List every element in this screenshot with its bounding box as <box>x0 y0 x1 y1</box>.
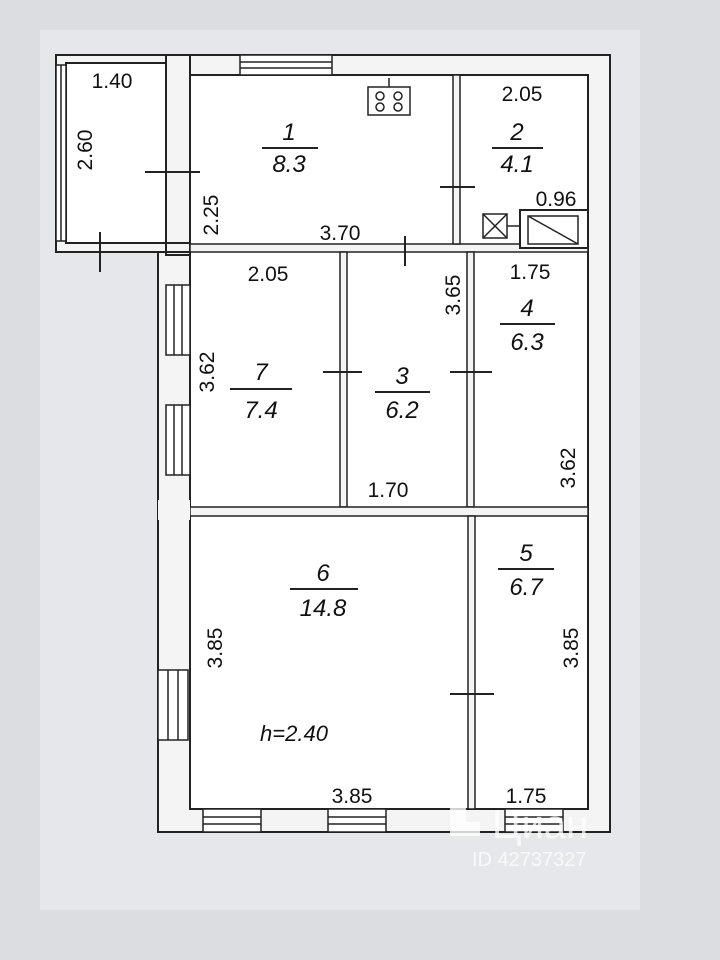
svg-text:8.3: 8.3 <box>272 151 306 178</box>
boiler-icon <box>482 213 520 239</box>
window-bottom-3 <box>504 808 564 833</box>
svg-text:6: 6 <box>316 560 330 587</box>
svg-text:2: 2 <box>509 119 523 146</box>
room-label-7: 7 7.4 <box>230 359 292 424</box>
door-markers <box>99 171 494 695</box>
dim-room6-height: 3.85 <box>204 628 227 669</box>
dim-room2-width: 2.05 <box>502 83 543 106</box>
dim-room1-width: 3.70 <box>320 222 361 245</box>
svg-text:6.7: 6.7 <box>509 574 544 601</box>
window-top <box>239 54 333 76</box>
svg-text:7: 7 <box>254 359 269 386</box>
dim-room2-small: 0.96 <box>536 188 577 211</box>
windows <box>55 54 564 833</box>
room-label-5: 5 6.7 <box>498 540 554 601</box>
room-label-6: 6 14.8 <box>290 560 358 622</box>
room-label-4: 4 6.3 <box>500 295 555 356</box>
window-bottom-1 <box>202 808 262 833</box>
dim-porch-width: 1.40 <box>92 70 133 93</box>
svg-text:3: 3 <box>395 363 409 390</box>
room-label-1: 1 8.3 <box>262 119 318 178</box>
watermark-brand: Циан <box>492 803 588 847</box>
svg-text:5: 5 <box>519 540 533 567</box>
room-label-3: 3 6.2 <box>375 363 430 424</box>
svg-text:4.1: 4.1 <box>500 151 533 178</box>
svg-text:1: 1 <box>282 119 295 146</box>
window-bottom-2 <box>327 808 387 833</box>
dim-room5-height: 3.85 <box>560 628 583 669</box>
dim-room1-height: 2.25 <box>200 195 223 236</box>
watermark: Циан ID 42737327 <box>450 803 588 871</box>
room-label-2: 2 4.1 <box>492 119 543 178</box>
watermark-id: ID 42737327 <box>472 849 587 871</box>
window-left-3 <box>157 669 189 741</box>
dim-room4-height: 3.62 <box>557 448 580 489</box>
room-fills <box>65 62 589 810</box>
ceiling-height-label: h=2.40 <box>260 721 329 746</box>
stove-icon <box>367 78 411 116</box>
room-labels: 1 8.3 2 4.1 3 6.2 4 6.3 5 6.7 6 14.8 <box>230 119 555 622</box>
dim-room3-height: 3.65 <box>442 275 465 316</box>
dim-room7-width: 2.05 <box>248 263 289 286</box>
window-porch <box>55 64 67 242</box>
svg-text:6.3: 6.3 <box>510 329 544 356</box>
utility-box-icon <box>519 209 589 249</box>
dim-room3-width: 1.70 <box>368 479 409 502</box>
porch-house-wall <box>165 54 191 256</box>
dim-room4-width: 1.75 <box>510 261 551 284</box>
window-left-2 <box>165 404 191 476</box>
svg-text:7.4: 7.4 <box>244 397 277 424</box>
dimension-labels: 1.40 2.60 2.25 3.70 2.05 0.96 2.05 3.62 … <box>74 70 583 808</box>
window-left-1 <box>165 284 191 356</box>
dim-room7-height: 3.62 <box>196 352 219 393</box>
dim-porch-height: 2.60 <box>74 130 97 171</box>
dim-room6-width: 3.85 <box>332 785 373 808</box>
svg-text:14.8: 14.8 <box>300 595 347 622</box>
svg-text:6.2: 6.2 <box>385 397 418 424</box>
svg-text:4: 4 <box>520 295 533 322</box>
cian-logo-icon <box>450 808 480 836</box>
internal-walls <box>158 74 589 810</box>
dim-room5-width: 1.75 <box>506 785 547 808</box>
